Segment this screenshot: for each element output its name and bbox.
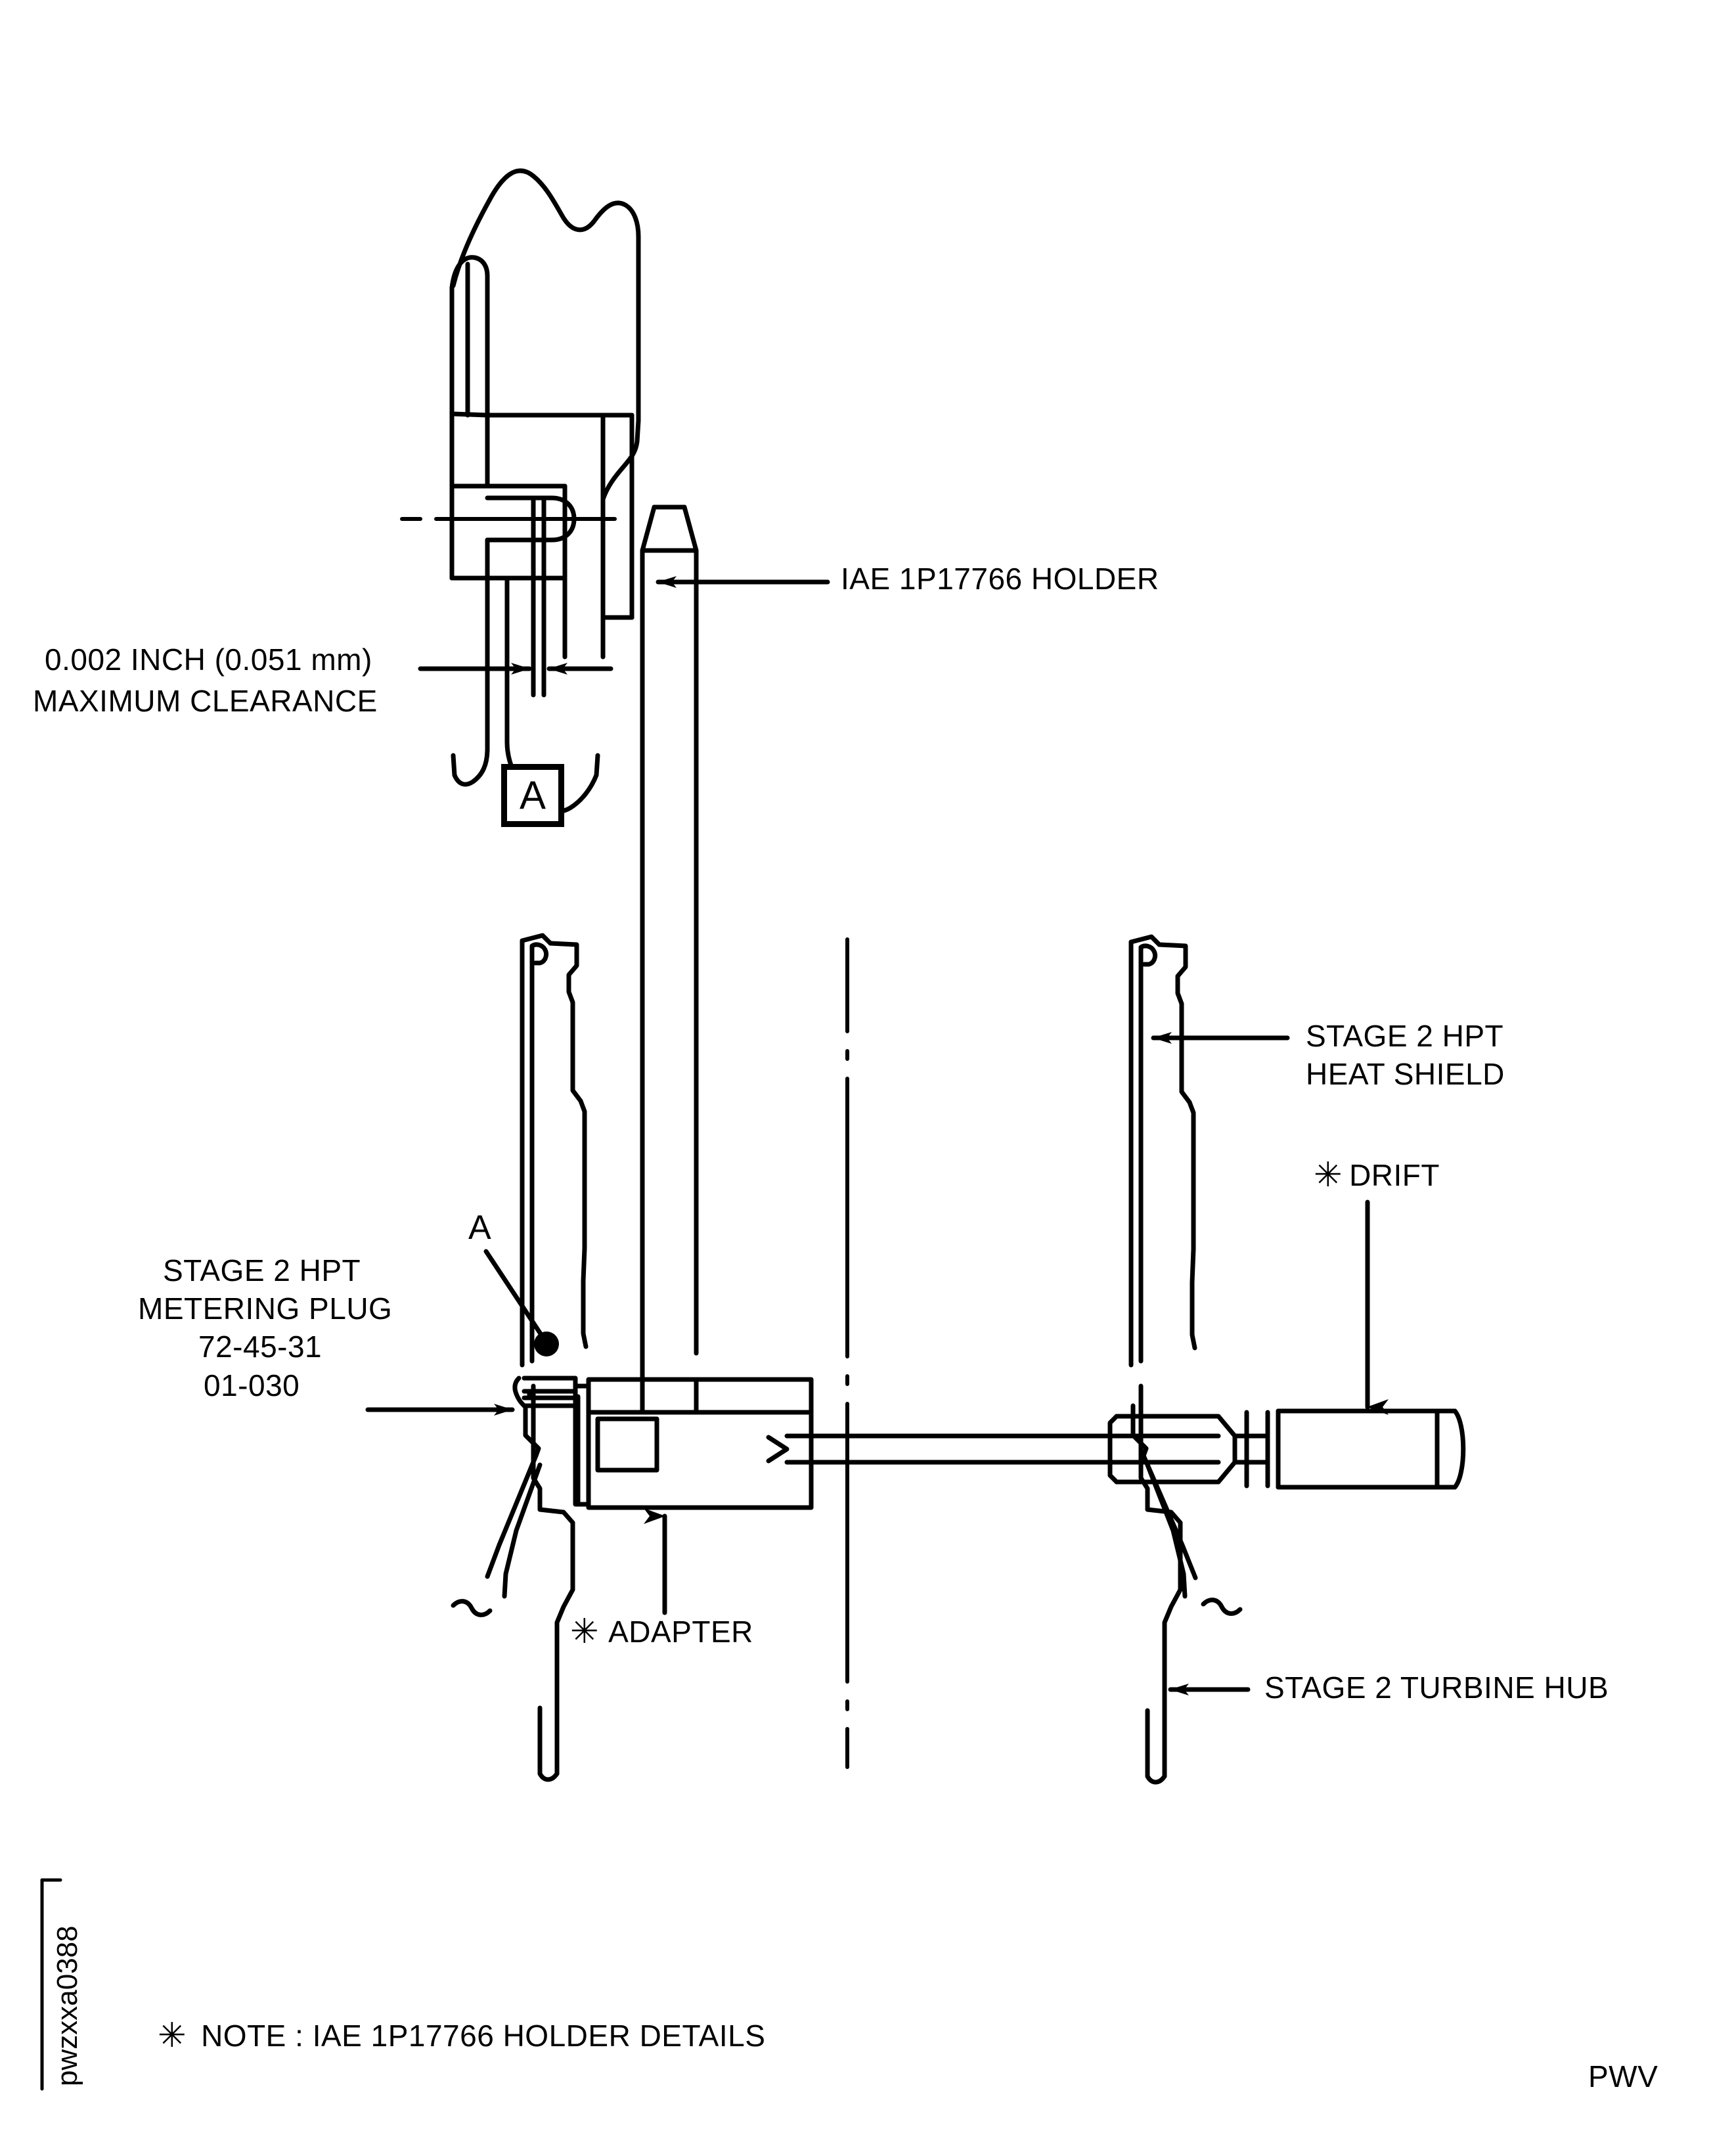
adapter-label: ✳ ADAPTER xyxy=(570,1613,753,1651)
asterisk-icon: ✳ xyxy=(570,1613,600,1651)
detail-callout-box: A xyxy=(501,764,564,827)
heat-shield-label-line1: STAGE 2 HPT xyxy=(1306,1019,1504,1053)
feeler-gauge-blade xyxy=(531,497,546,698)
clearance-dimension-line1: 0.002 INCH (0.051 mm) xyxy=(45,642,372,677)
vendor-mark: PWV xyxy=(1588,2059,1658,2094)
footer-note: ✳ NOTE : IAE 1P17766 HOLDER DETAILS xyxy=(158,2017,765,2055)
drawing-id-bracket xyxy=(40,1878,62,2091)
drift-rod xyxy=(784,1408,1466,1490)
iae-holder-body xyxy=(640,504,699,1387)
metering-plug-label-line2: METERING PLUG xyxy=(138,1291,393,1326)
metering-plug-label-line4: 01-030 xyxy=(204,1368,300,1402)
metering-plug-label-line3: 72-45-31 xyxy=(198,1330,323,1364)
heat-shield-label-line2: HEAT SHIELD xyxy=(1306,1057,1505,1091)
detail-view-a-geometry xyxy=(400,168,641,815)
drift-label-text: DRIFT xyxy=(1349,1158,1440,1192)
footer-note-text: NOTE : IAE 1P17766 HOLDER DETAILS xyxy=(201,2019,766,2053)
turbine-hub-label: STAGE 2 TURBINE HUB xyxy=(1264,1670,1609,1705)
left-heat-shield-profile xyxy=(451,933,589,1782)
detail-callout-letter: A xyxy=(519,773,546,817)
asterisk-icon: ✳ xyxy=(158,2017,187,2055)
adapter-block xyxy=(573,1377,814,1510)
right-heat-shield-profile xyxy=(1128,934,1243,1785)
metering-plug-label-line1: STAGE 2 HPT xyxy=(163,1253,361,1288)
detail-a-leader-letter: A xyxy=(468,1209,492,1247)
detail-a-leader xyxy=(483,1249,559,1356)
asterisk-icon: ✳ xyxy=(1314,1156,1343,1194)
drawing-id-text: pwzxxa0388 xyxy=(51,1925,83,2086)
clearance-dimension-line2: MAXIMUM CLEARANCE xyxy=(33,684,378,718)
drift-label: ✳ DRIFT xyxy=(1314,1156,1440,1194)
holder-label: IAE 1P17766 HOLDER xyxy=(841,562,1159,596)
metering-plug-stub xyxy=(512,1376,578,1408)
adapter-label-text: ADAPTER xyxy=(608,1615,753,1649)
